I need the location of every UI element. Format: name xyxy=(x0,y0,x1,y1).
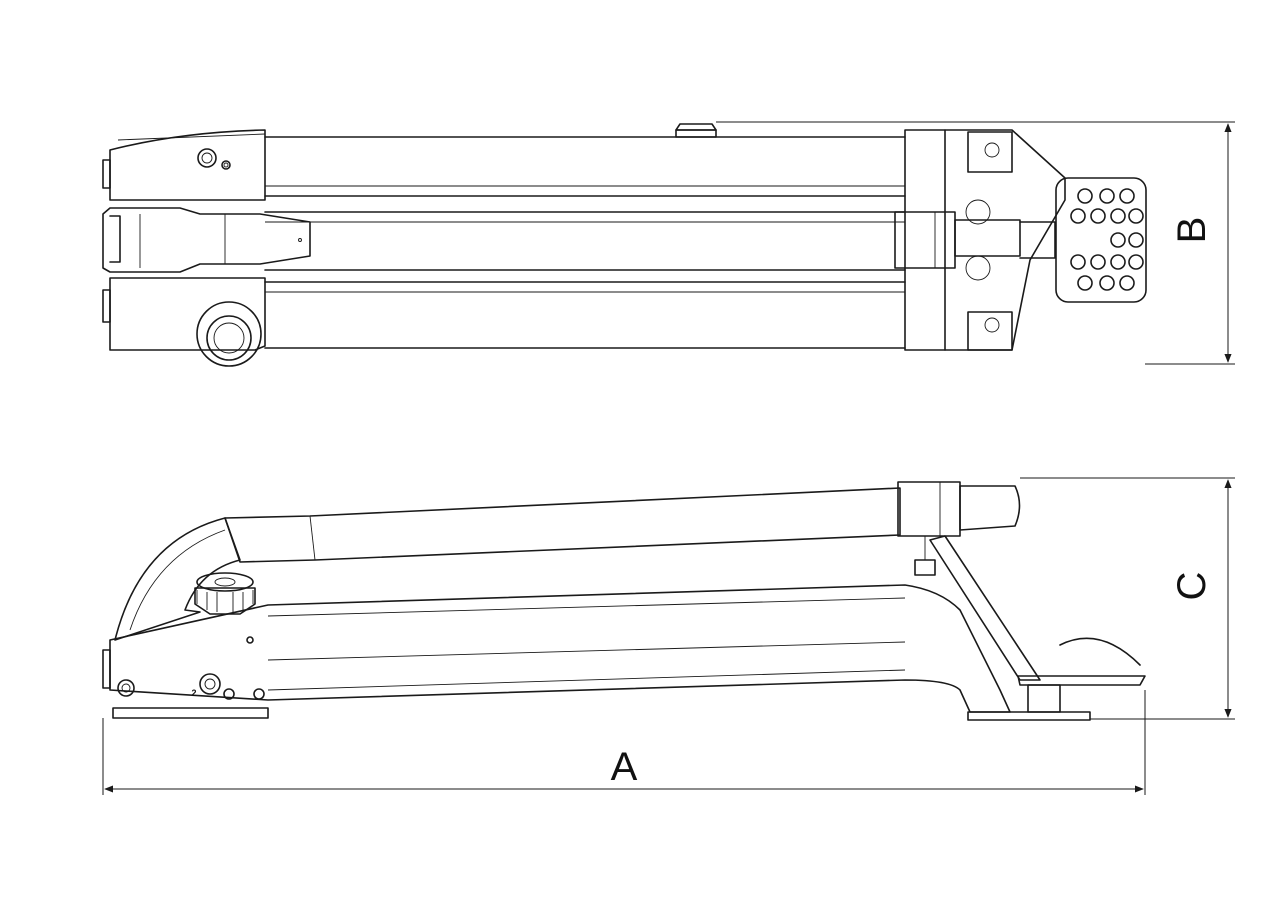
top-wheel xyxy=(196,301,262,367)
dimension-label-a: A xyxy=(611,745,638,789)
top-view xyxy=(102,123,1147,367)
dimension-label-c: C xyxy=(1170,572,1214,601)
top-handle xyxy=(102,207,311,273)
side-tube xyxy=(224,487,901,563)
dimension-lines xyxy=(102,121,1235,795)
top-left-housing xyxy=(102,129,266,351)
side-head xyxy=(897,481,1146,713)
dimension-label-b: B xyxy=(1170,217,1214,244)
port-number-label: 2 xyxy=(191,688,196,698)
side-base xyxy=(102,584,1091,721)
side-arm-housing xyxy=(114,517,241,641)
side-knob xyxy=(194,572,256,615)
top-nozzle-plate xyxy=(1055,177,1147,303)
top-tubes xyxy=(264,123,906,349)
top-head xyxy=(894,129,1066,351)
side-view xyxy=(102,481,1146,721)
